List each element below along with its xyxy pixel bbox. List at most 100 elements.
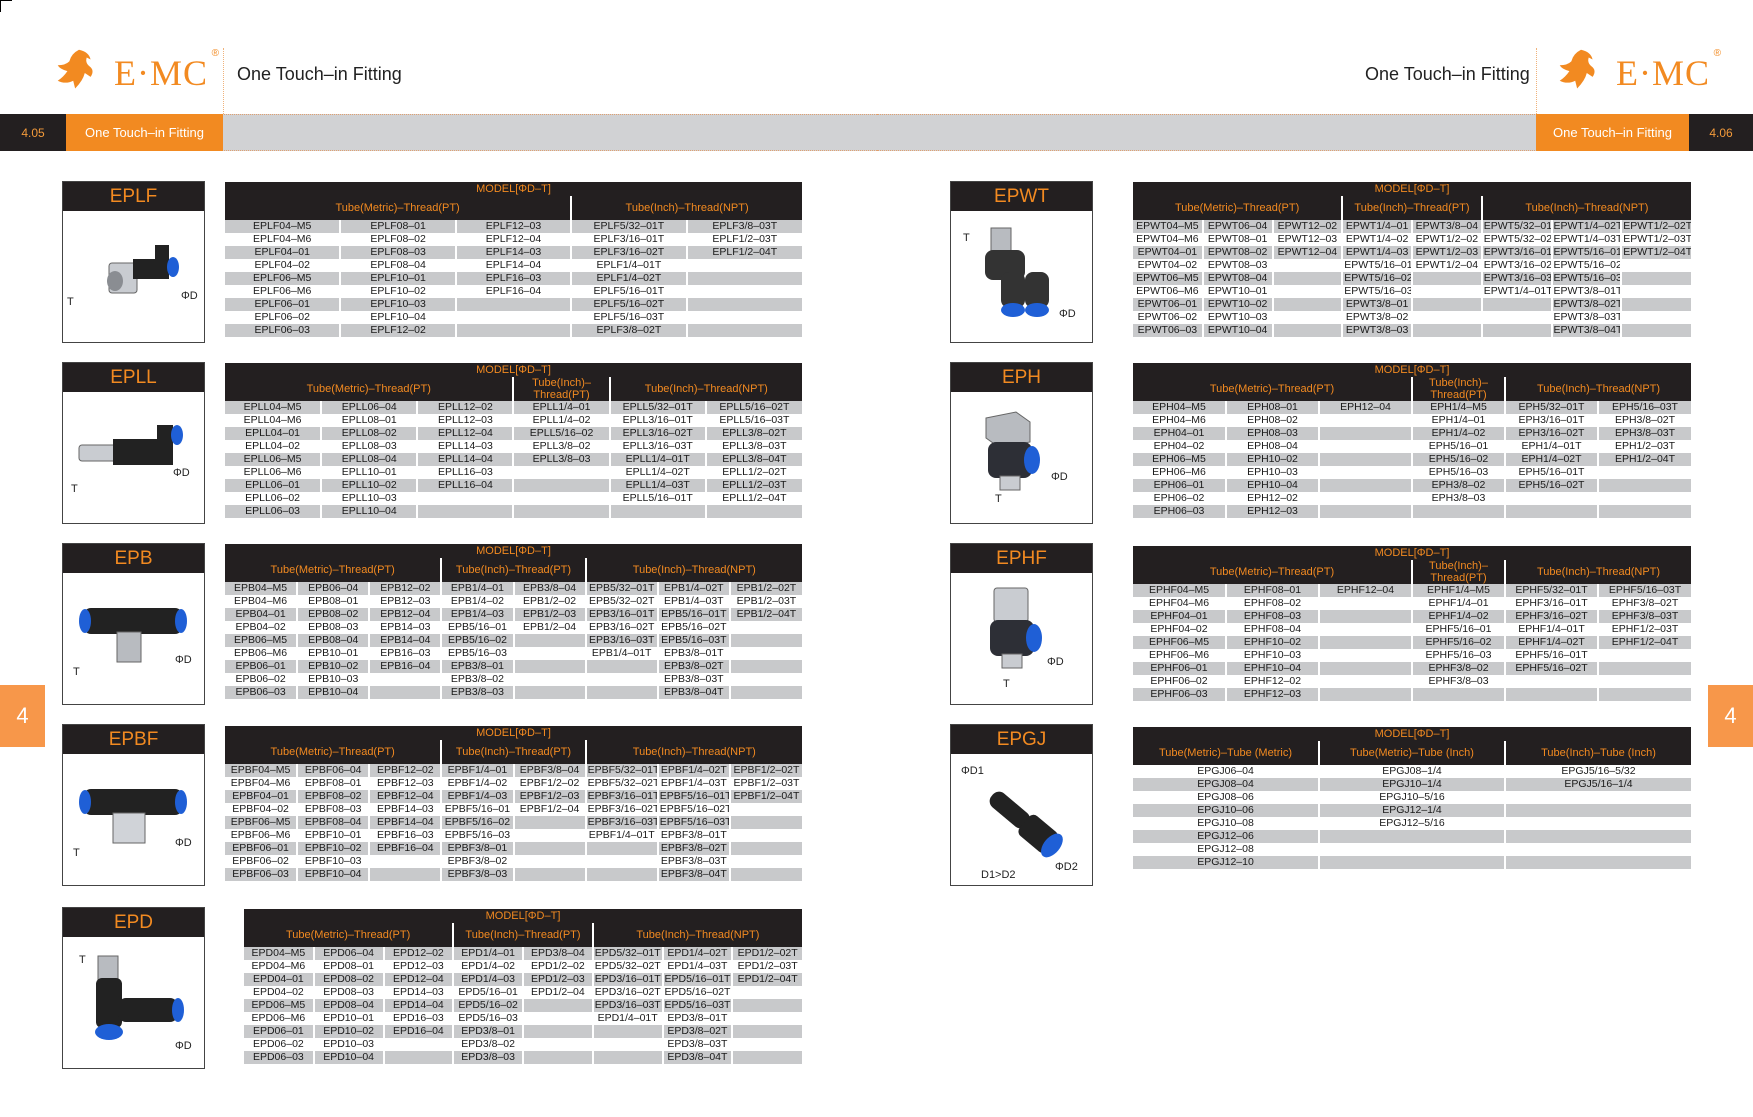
y-union-fitting-icon	[985, 227, 1049, 317]
model-cell: EPGJ10–1/4	[1318, 778, 1505, 791]
model-cell	[512, 505, 610, 518]
model-cell: EPBF04–M6	[230, 777, 291, 789]
model-cell: EPB06–02	[235, 673, 286, 685]
model-cell: EPHF06–M5	[1133, 636, 1226, 649]
model-cell: EPLL06–02	[245, 492, 301, 504]
model-cell: EPHF3/8–02	[1411, 662, 1505, 675]
model-cell: EPB5/32–02T	[584, 595, 658, 608]
model-cell: EPH10–02	[1225, 453, 1319, 466]
model-cell: EPLF5/32–01T	[570, 220, 687, 233]
model-cell	[1411, 285, 1482, 298]
model-cell: EPWT3/8–04T	[1550, 324, 1622, 337]
column-group-header: Tube(Inch)–Tube (Inch)	[1504, 741, 1691, 765]
model-cell: EPLL5/32–01T	[608, 401, 706, 414]
model-cell: EPLF1/4–02T	[570, 272, 687, 285]
model-cell: EPH5/16–03	[1411, 466, 1505, 479]
model-cell: EPHF5/16–03	[1411, 649, 1505, 662]
column-group-header: Tube(Metric)–Thread(PT)	[1133, 196, 1343, 220]
model-cell: EPD5/16–03	[452, 1012, 523, 1025]
model-cell: EPHF10–03	[1225, 649, 1319, 662]
model-cell: EPBF10–02	[296, 842, 370, 855]
model-cell: EPLL1/4–03T	[608, 479, 706, 492]
model-cell	[584, 842, 658, 855]
model-cell: EPHF1/4–M5	[1411, 584, 1505, 597]
model-cell: EPD3/8–04	[522, 947, 593, 960]
column-group-header: Tube(Inch)–Thread(PT)	[1411, 377, 1505, 401]
model-cell	[608, 505, 706, 518]
model-cell	[591, 1051, 663, 1064]
column-group-header: Tube(Inch)–Thread(NPT)	[608, 377, 802, 401]
model-cell: EPWT04–02	[1137, 259, 1198, 271]
model-cell	[522, 1051, 593, 1064]
model-cell: EPHF5/16–02	[1411, 636, 1505, 649]
model-cell	[1480, 298, 1552, 311]
model-cell: EPD1/2–04T	[731, 973, 802, 986]
model-cell: EPB3/8–02	[440, 673, 514, 686]
model-header: MODEL[ΦD–T]	[225, 182, 802, 196]
model-cell: EPHF1/4–01T	[1504, 623, 1598, 636]
model-cell: EPHF08–02	[1225, 597, 1319, 610]
model-cell: EPB12–03	[368, 595, 442, 608]
model-cell: EPHF04–M6	[1148, 597, 1210, 609]
product-card-epll: EPLL T ΦD	[62, 362, 205, 524]
horse-rider-logo-icon	[57, 49, 93, 89]
model-cell: EPD1/4–01T	[591, 1012, 663, 1025]
model-cell	[512, 686, 586, 699]
model-cell: EPD06–03	[244, 1051, 314, 1064]
model-header: MODEL[ΦD–T]	[244, 909, 802, 923]
model-cell: EPH1/4–M5	[1411, 401, 1505, 414]
model-cell: EPLF04–01	[225, 246, 341, 259]
model-cell: EPH3/8–02T	[1597, 414, 1691, 427]
model-cell: EPHF1/2–04T	[1597, 636, 1691, 649]
model-cell	[584, 660, 658, 673]
model-cell: EPWT3/8–03T	[1550, 311, 1622, 324]
model-cell: EPB3/8–01	[440, 660, 514, 673]
model-cell: EPD08–01	[312, 960, 384, 973]
model-cell: EPWT04–M6	[1136, 233, 1199, 245]
model-cell: EPWT3/8–01T	[1550, 285, 1622, 298]
section-label-right: One Touch–in Fitting	[1536, 114, 1689, 151]
model-cell: EPH5/16–01T	[1504, 466, 1598, 479]
model-cell: EPB5/16–02T	[656, 621, 730, 634]
model-cell	[728, 660, 802, 673]
model-cell: EPWT1/4–01	[1341, 220, 1412, 233]
column-group-header: Tube(Metric)–Thread(PT)	[1133, 377, 1412, 401]
model-cell: EPB04–02	[235, 621, 286, 633]
model-cell: EPLF3/8–02T	[570, 324, 687, 337]
column-group-header: Tube(Inch)–Thread(PT)	[440, 740, 586, 764]
model-cell	[685, 311, 802, 324]
model-cell: EPHF08–04	[1225, 623, 1319, 636]
model-cell	[368, 855, 442, 868]
column-group-header: Tube(Inch)–Thread(NPT)	[584, 740, 802, 764]
model-cell: EPBF06–04	[296, 764, 370, 777]
column-group-header: Tube(Inch)–Thread(NPT)	[1480, 196, 1691, 220]
model-cell: EPWT1/4–02T	[1550, 220, 1622, 233]
model-cell: EPBF1/2–04	[512, 803, 586, 816]
model-cell	[1597, 479, 1691, 492]
model-cell	[1480, 311, 1552, 324]
model-cell: EPBF3/8–01	[440, 842, 514, 855]
model-cell: EPWT3/8–02	[1341, 311, 1412, 324]
model-cell: EPD5/32–02T	[591, 960, 663, 973]
model-cell: EPD5/32–01T	[591, 947, 663, 960]
model-cell: EPLL12–04	[416, 427, 514, 440]
model-cell: EPD1/2–03	[522, 973, 593, 986]
model-cell: EPBF04–M5	[225, 764, 298, 777]
model-cell: EPBF16–04	[368, 842, 442, 855]
model-cell: EPD3/8–03T	[661, 1038, 733, 1051]
model-cell: EPH5/16–01	[1411, 440, 1505, 453]
model-cell	[512, 868, 586, 881]
model-cell: EPLL3/16–02T	[608, 427, 706, 440]
model-cell: EPD3/8–04T	[661, 1051, 733, 1064]
model-cell	[685, 259, 802, 272]
model-cell: EPBF1/4–02T	[656, 764, 730, 777]
